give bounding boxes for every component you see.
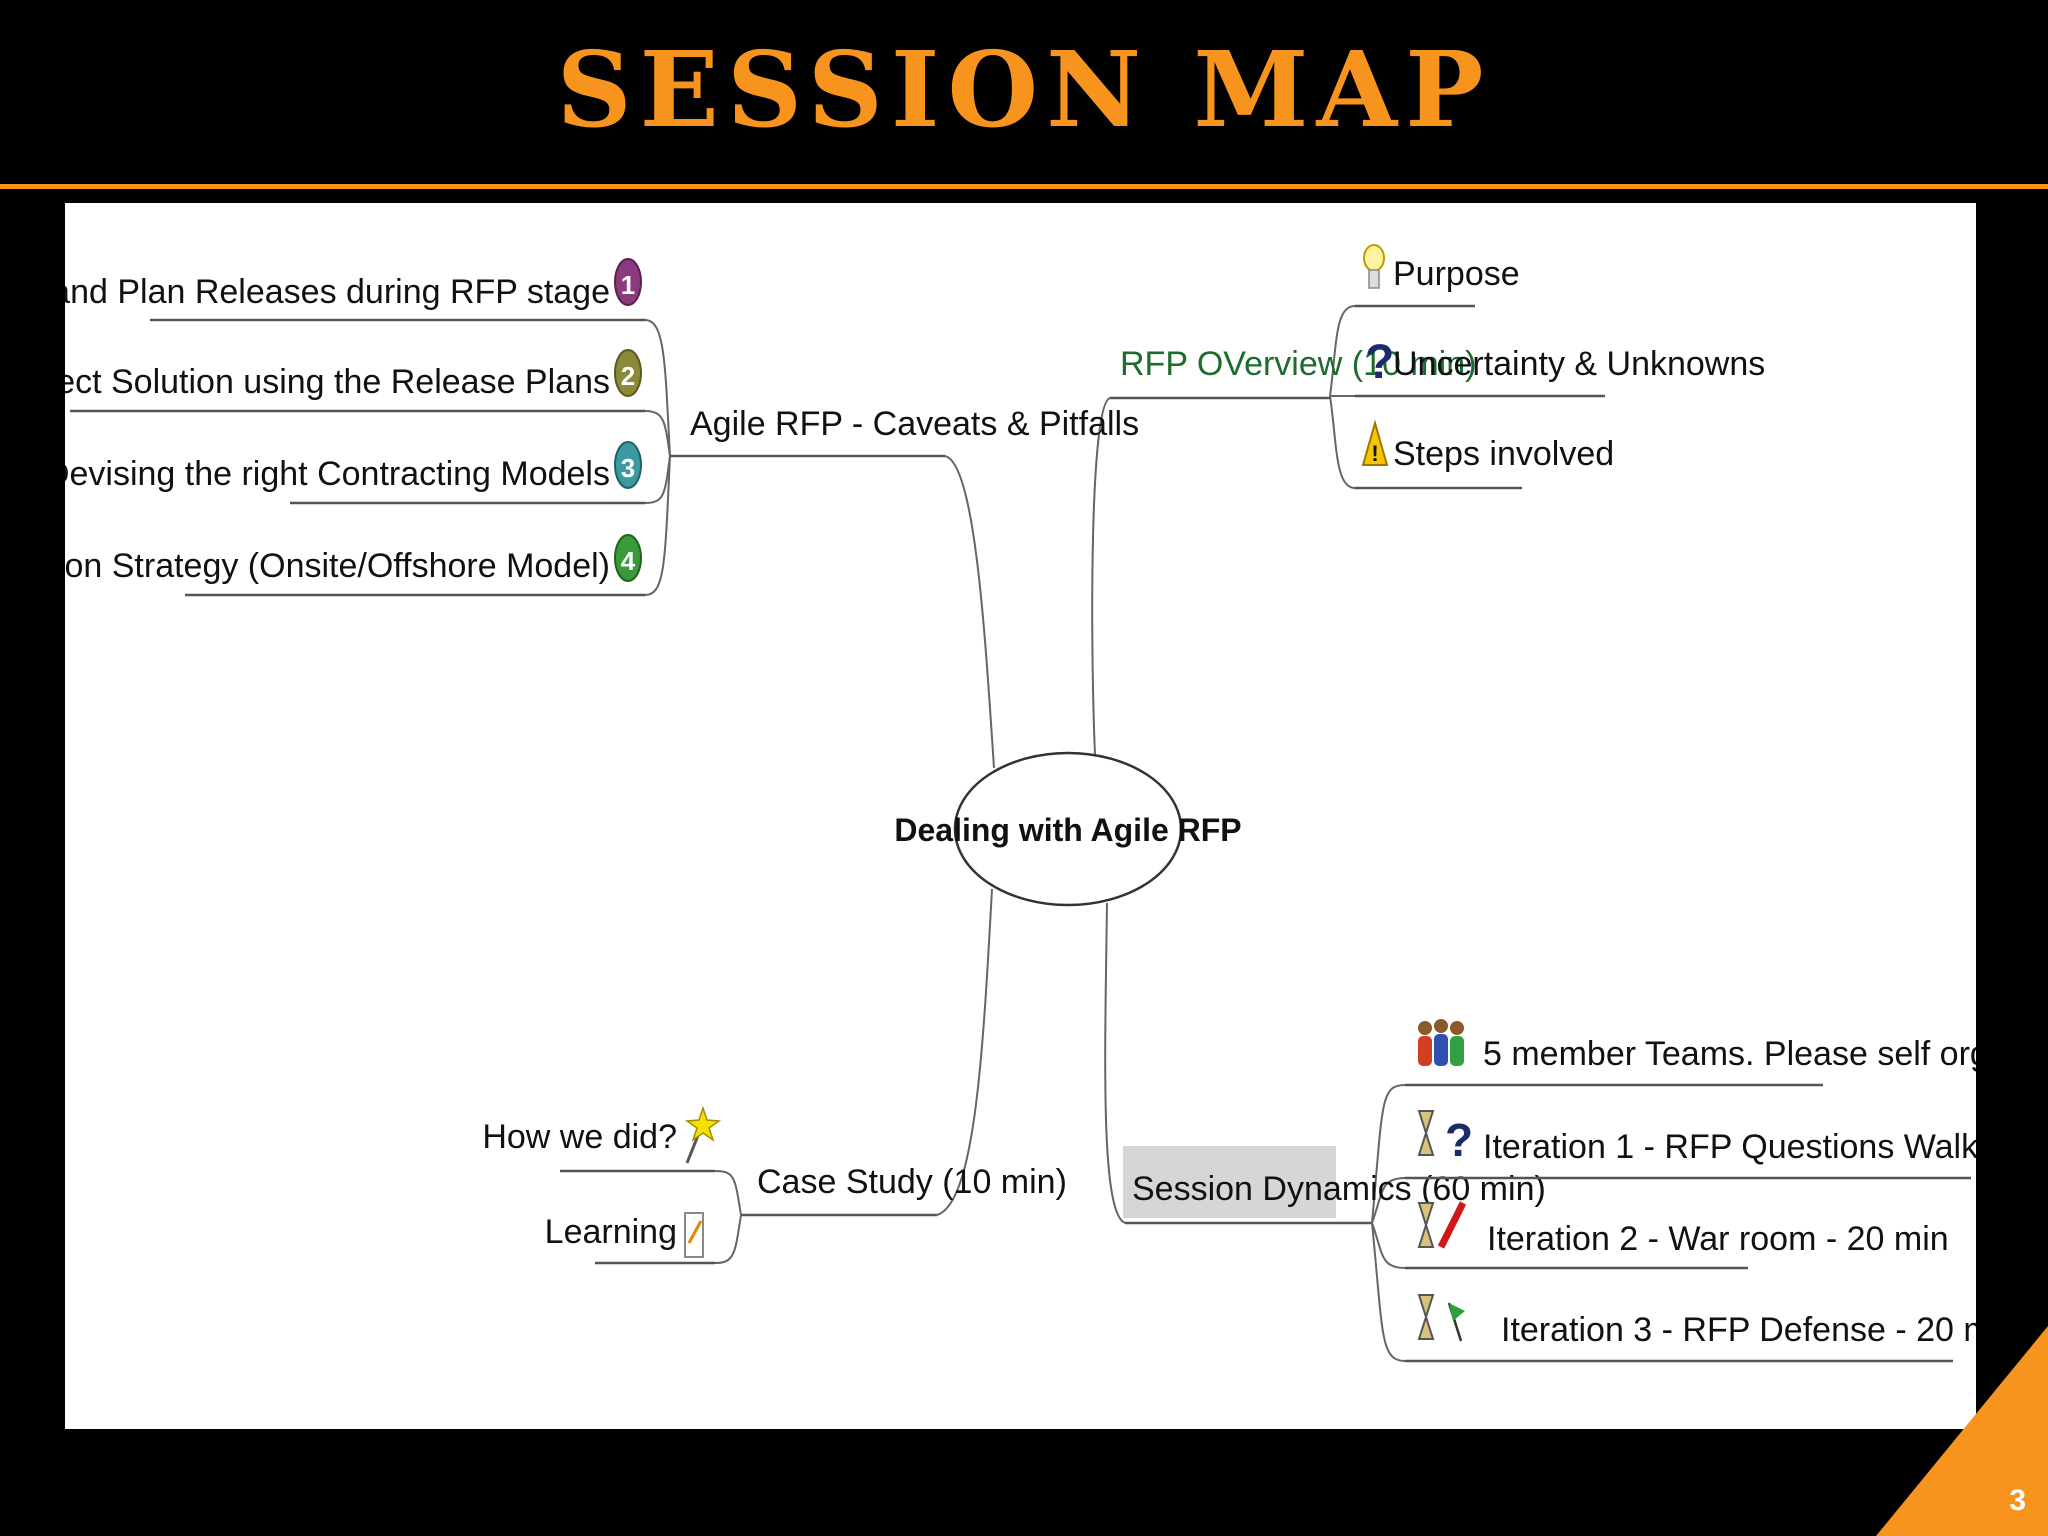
- slide-title: SESSION MAP: [556, 28, 1492, 151]
- svg-text:1: 1: [621, 270, 635, 300]
- branch-rfp-overview: RFP OVerview (10 min) Purpose ? Uncertai…: [1110, 244, 1765, 490]
- overview-item-uncertainty-label: Uncertainty & Unknowns: [1393, 345, 1765, 383]
- case-item-learning-label: Learning: [545, 1213, 677, 1251]
- overview-item-purpose-label: Purpose: [1393, 255, 1520, 293]
- connector-center-session: [1104, 902, 1126, 1224]
- people-icon: [1418, 1019, 1464, 1066]
- branch-case-study: Case Study (10 min) How we did? Learning: [482, 1105, 1067, 1265]
- agile-item-4-label: Project Execution Strategy (Onsite/Offsh…: [65, 547, 610, 585]
- branch-case-study-label: Case Study (10 min): [757, 1163, 1067, 1201]
- svg-text:?: ?: [1445, 1114, 1473, 1166]
- central-topic: Dealing with Agile RFP: [894, 751, 1242, 907]
- question-icon: ?: [1365, 336, 1394, 389]
- branch-rfp-overview-label: RFP OVerview (10 min): [1120, 345, 1476, 383]
- hourglass-pen-icon: [1417, 1201, 1467, 1249]
- session-item-iteration-1-label: Iteration 1 - RFP Questions Walkthrough …: [1483, 1128, 1976, 1166]
- hourglass-flag-icon: [1417, 1294, 1465, 1342]
- session-item-iteration-2-label: Iteration 2 - War room - 20 min: [1487, 1220, 1949, 1258]
- connector-center-case: [936, 888, 993, 1216]
- connector-center-overview: [1091, 397, 1111, 756]
- central-topic-label: Dealing with Agile RFP: [894, 812, 1241, 848]
- hourglass-question-icon: ?: [1417, 1110, 1473, 1166]
- branch-agile-rfp: Agile RFP - Caveats & Pitfalls How to Es…: [65, 258, 1139, 597]
- overview-item-steps-label: Steps involved: [1393, 435, 1614, 473]
- mindmap-panel: Dealing with Agile RFP Agile RFP - Cavea…: [65, 203, 1976, 1429]
- agile-item-3-label: Devising the right Contracting Models: [65, 455, 610, 493]
- lightbulb-icon: [1363, 244, 1385, 289]
- magic-wand-icon: [684, 1105, 722, 1164]
- svg-text:3: 3: [621, 453, 635, 483]
- svg-text:2: 2: [621, 361, 635, 391]
- page-number: 3: [2009, 1484, 2026, 1517]
- branch-session-dynamics-label: Session Dynamics (60 min): [1132, 1170, 1546, 1208]
- agile-item-2-label: Devising a High Level Project Solution u…: [65, 363, 610, 401]
- connectors: [644, 305, 1406, 1362]
- branch-agile-rfp-label: Agile RFP - Caveats & Pitfalls: [690, 405, 1139, 443]
- number-2-icon: 2: [614, 349, 642, 397]
- number-1-icon: 1: [614, 258, 642, 306]
- mindmap-diagram: Dealing with Agile RFP Agile RFP - Cavea…: [65, 244, 1976, 1363]
- number-4-icon: 4: [614, 534, 642, 582]
- number-3-icon: 3: [614, 441, 642, 489]
- title-divider: [0, 184, 2048, 189]
- session-item-teams-label: 5 member Teams. Please self organize: [1483, 1035, 1976, 1073]
- note-icon: [684, 1212, 704, 1258]
- agile-item-1-label: How to Estimate and Plan Releases during…: [65, 273, 610, 311]
- svg-text:4: 4: [621, 546, 636, 576]
- branch-session-dynamics: Session Dynamics (60 min) 5 member Teams…: [1123, 1019, 1976, 1363]
- session-item-iteration-3-label: Iteration 3 - RFP Defense - 20 min( 5 mi…: [1501, 1311, 1976, 1349]
- connector-center-agile: [944, 455, 995, 769]
- case-item-how-label: How we did?: [482, 1118, 677, 1156]
- svg-text:!: !: [1371, 441, 1378, 466]
- warning-icon: !: [1361, 419, 1389, 466]
